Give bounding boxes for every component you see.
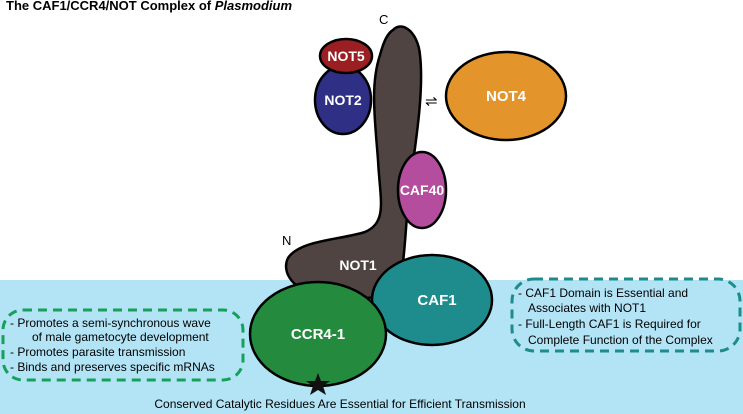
not1-scaffold xyxy=(284,25,423,300)
figure-title-italic: Plasmodium xyxy=(214,0,293,13)
not5-label: NOT5 xyxy=(327,48,365,64)
right-note-2: Associates with NOT1 xyxy=(528,301,646,315)
n-terminus-label: N xyxy=(282,233,291,248)
not5-ellipse xyxy=(318,37,374,75)
left-note-4: - Binds and preserves specific mRNAs xyxy=(10,360,215,374)
catalytic-star-icon xyxy=(306,373,330,395)
ccr4-label: CCR4-1 xyxy=(291,326,345,343)
caf1-label: CAF1 xyxy=(417,292,456,309)
right-note-1: - CAF1 Domain is Essential and xyxy=(518,286,688,300)
not2-label: NOT2 xyxy=(324,92,362,108)
left-note-2: of male gametocyte development xyxy=(32,330,209,344)
figure-title: The CAF1/CCR4/NOT Complex of Plasmodium xyxy=(6,0,292,13)
right-notes: - CAF1 Domain is Essential and Associate… xyxy=(518,286,713,347)
right-note-4: Complete Function of the Complex xyxy=(528,333,713,347)
left-notes: - Promotes a semi-synchronous wave of ma… xyxy=(10,316,215,374)
not1-label: NOT1 xyxy=(339,257,377,273)
not4-label: NOT4 xyxy=(486,88,527,105)
bottom-caption: Conserved Catalytic Residues Are Essenti… xyxy=(154,397,525,411)
caf40-ellipse xyxy=(396,150,448,230)
left-notes-box xyxy=(1,308,245,382)
caf40-label: CAF40 xyxy=(400,182,445,198)
right-notes-box xyxy=(510,277,742,353)
caf1-ellipse xyxy=(370,253,494,347)
c-terminus-label: C xyxy=(379,12,388,27)
interaction-symbol: ⇌ xyxy=(425,93,438,110)
not4-ellipse xyxy=(444,50,568,142)
right-note-3: - Full-Length CAF1 is Required for xyxy=(518,317,701,331)
figure-title-main: The CAF1/CCR4/NOT Complex of xyxy=(6,0,212,13)
left-note-1: - Promotes a semi-synchronous wave xyxy=(10,316,211,330)
left-note-3: - Promotes parasite transmission xyxy=(10,345,185,359)
